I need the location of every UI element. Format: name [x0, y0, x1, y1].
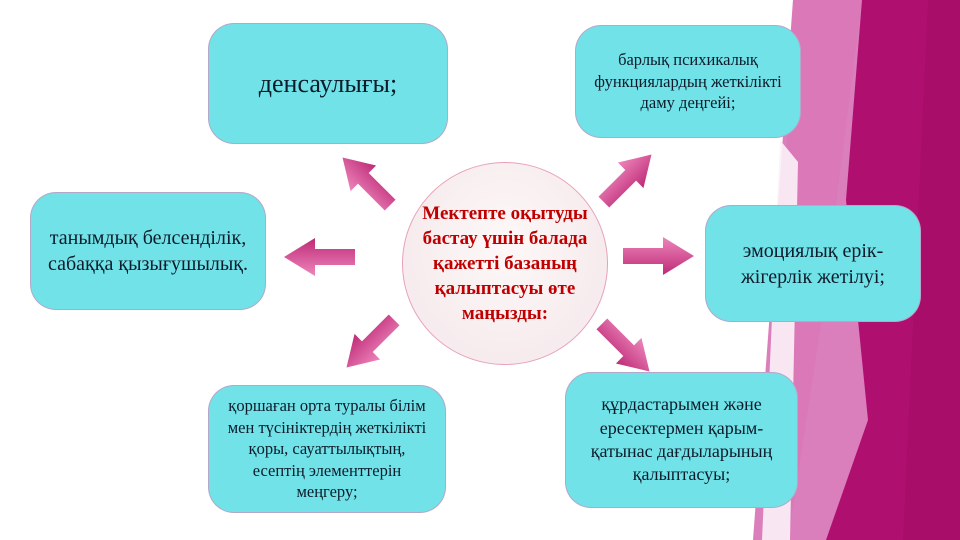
arrow-right-icon [623, 237, 694, 275]
box-top-left-label: денсаулығы; [258, 68, 398, 98]
box-top-right: барлық психикалық функциялардың жеткілік… [575, 25, 801, 138]
box-left-label: танымдық белсенділік, сабаққа қызығушылы… [47, 227, 249, 275]
box-top-left: денсаулығы; [208, 23, 448, 144]
box-bottom-left-label: қоршаған орта туралы білім мен түсінікте… [227, 396, 427, 502]
box-bottom-left: қоршаған орта туралы білім мен түсінікте… [208, 385, 446, 513]
arrow-down-left-icon [346, 314, 400, 368]
arrow-down-right-icon [596, 318, 650, 372]
box-left: танымдық белсенділік, сабаққа қызығушылы… [30, 192, 266, 310]
box-right-label: эмоциялық ерік- жігерлік жетілуі; [740, 239, 885, 288]
arrow-left-icon [284, 238, 355, 276]
arrow-up-left-icon [342, 157, 396, 211]
box-right: эмоциялық ерік- жігерлік жетілуі; [705, 205, 921, 322]
box-bottom-right-label: құрдастарымен және ересектермен қарым- қ… [590, 394, 773, 485]
center-ellipse: Мектепте оқытуды бастау үшін балада қаже… [402, 162, 608, 365]
arrow-up-right-icon [598, 154, 652, 208]
box-bottom-right: құрдастарымен және ересектермен қарым- қ… [565, 372, 798, 508]
center-text: Мектепте оқытуды бастау үшін балада қаже… [422, 202, 588, 325]
box-top-right-label: барлық психикалық функциялардың жеткілік… [594, 50, 782, 113]
